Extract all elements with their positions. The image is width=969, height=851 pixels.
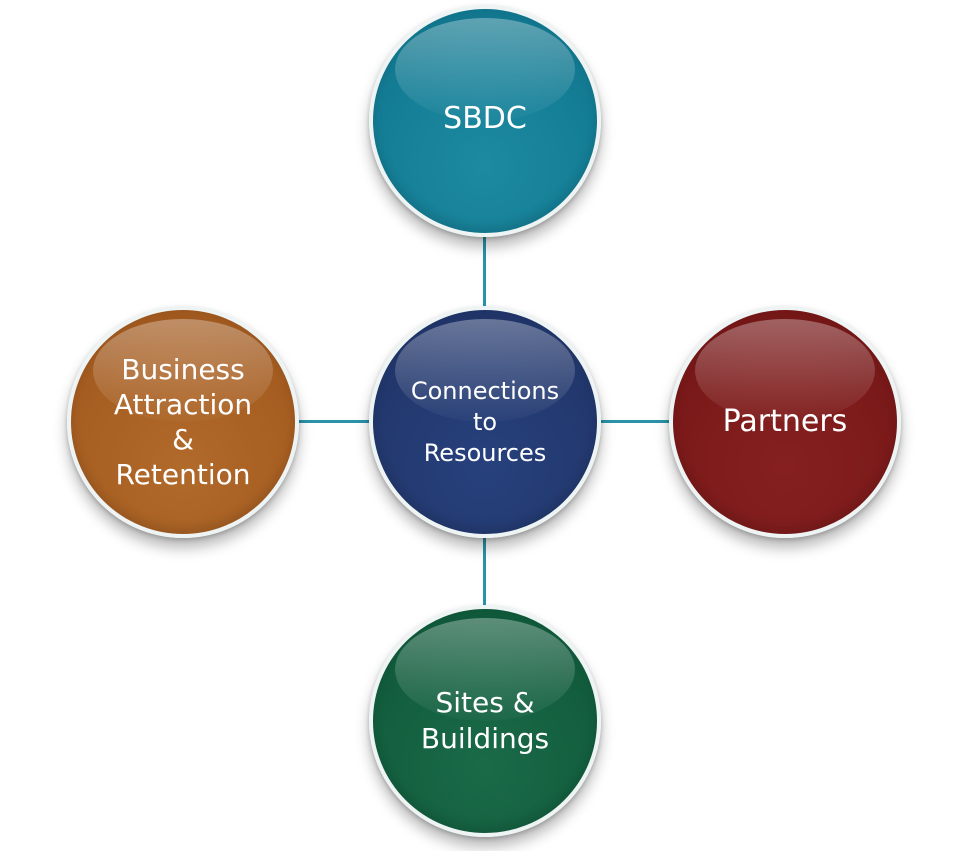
node-sbdc: SBDC [369,5,601,237]
node-sites-buildings-label: Sites & Buildings [420,686,550,755]
node-sites-buildings: Sites & Buildings [369,605,601,837]
node-business-attraction-retention-label: Business Attraction & Retention [113,353,253,491]
connector-top [483,236,486,308]
node-sbdc-label: SBDC [443,101,527,136]
connector-bottom [483,534,486,606]
node-connections-to-resources: Connections to Resources [369,306,601,538]
connector-left [298,420,372,423]
node-partners-label: Partners [722,404,848,439]
connector-right [597,420,671,423]
node-partners: Partners [669,306,901,538]
node-business-attraction-retention: Business Attraction & Retention [67,306,299,538]
node-connections-to-resources-label: Connections to Resources [410,376,560,467]
